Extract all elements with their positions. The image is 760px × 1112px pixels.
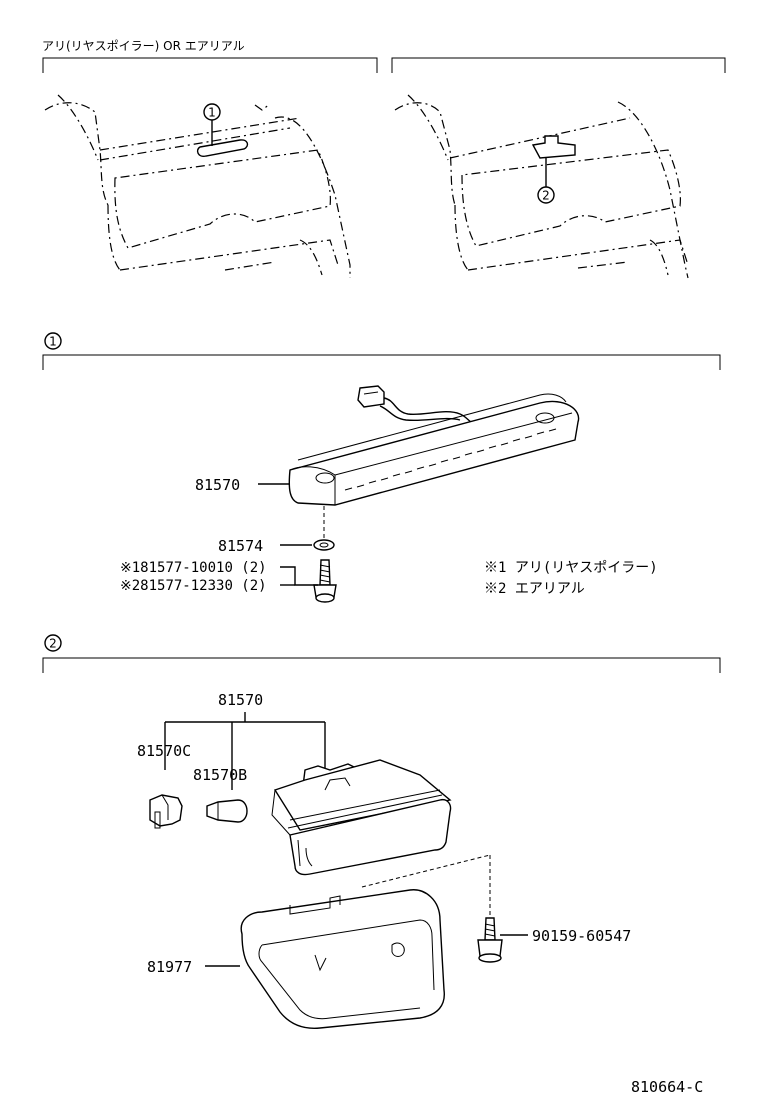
screw-note-1: ※181577-10010 (2) [120, 560, 267, 576]
bulb-socket [149, 794, 183, 829]
section1-marker: 1 [49, 335, 57, 349]
bulb [206, 799, 248, 823]
section2-marker-circle [44, 634, 62, 652]
callout-1-circle [203, 103, 221, 121]
legend-note-1: ※1 アリ(リヤスポイラー) [484, 560, 658, 576]
washer [313, 539, 335, 551]
section2-bracket [42, 657, 721, 673]
aerial-lamp-shape [531, 135, 576, 159]
diagram-id: 810664-C [631, 1078, 703, 1096]
screw-note-2: ※281577-12330 (2) [120, 578, 267, 594]
callout-1-label: 1 [208, 106, 216, 120]
bulb-part-number: 81570B [193, 766, 247, 784]
screw [313, 559, 337, 603]
top-note: アリ(リヤスポイラー) OR エアリアル [42, 39, 245, 53]
lamp-cover [240, 889, 445, 1029]
high-mount-stop-lamp-spoiler [288, 385, 580, 506]
section2-marker: 2 [49, 637, 57, 651]
lamp-part-number: 81570 [195, 476, 240, 494]
high-mount-stop-lamp-aerial [271, 759, 452, 876]
bracket-right [391, 57, 726, 73]
section1-marker-circle [44, 332, 62, 350]
bolt [477, 917, 503, 963]
car-rear-view-spoiler: 1 [44, 94, 351, 278]
assy-part-number: 81570 [218, 691, 263, 709]
bolt-part-number: 90159-60547 [532, 927, 631, 945]
spoiler-lamp-shape [196, 139, 249, 158]
bracket-left [42, 57, 378, 73]
cover-part-number: 81977 [147, 958, 192, 976]
legend-note-2: ※2 エアリアル [484, 581, 585, 597]
washer-part-number: 81574 [218, 537, 263, 555]
callout-2-label: 2 [542, 189, 550, 203]
section1-bracket [42, 354, 721, 370]
car-rear-view-aerial: 2 [394, 94, 689, 279]
socket-part-number: 81570C [137, 742, 191, 760]
callout-2-circle [537, 186, 555, 204]
